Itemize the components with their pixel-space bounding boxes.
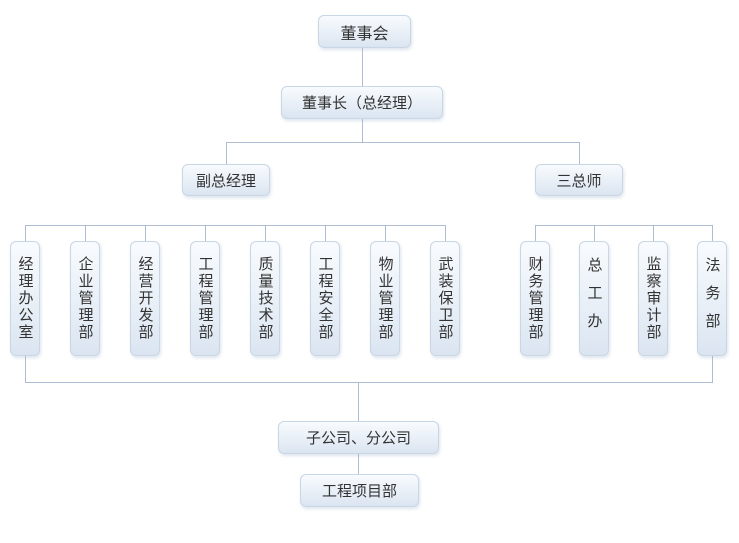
node-label: 经理办公室 (16, 256, 34, 341)
dept-node-left-7: 物业管理部 (370, 241, 400, 356)
node-label: 总工办 (585, 256, 603, 341)
connector-line (579, 142, 580, 164)
connector-line (362, 118, 363, 142)
node-label: 三总师 (556, 172, 602, 190)
connector-line (653, 225, 654, 241)
dept-node-left-6: 工程安全部 (310, 241, 340, 356)
connector-line (226, 142, 227, 164)
node-chairman: 董事长（总经理） (281, 86, 443, 119)
dept-node-left-1: 经理办公室 (10, 241, 40, 356)
node-label: 工程管理部 (196, 256, 214, 341)
connector-line (358, 453, 359, 474)
dept-node-right-2: 总工办 (579, 241, 609, 356)
connector-line (594, 225, 595, 241)
dept-node-right-4: 法务部 (697, 241, 727, 356)
connector-line (25, 225, 446, 226)
node-label: 董事长（总经理） (301, 95, 422, 112)
node-label: 副总经理 (195, 172, 256, 190)
node-label: 企业管理部 (76, 256, 94, 341)
dept-node-right-3: 监察审计部 (638, 241, 668, 356)
node-label: 财务管理部 (526, 256, 544, 341)
node-label: 工程安全部 (316, 256, 334, 341)
connector-line (25, 356, 26, 382)
node-deputy-gm: 副总经理 (182, 164, 270, 196)
connector-line (445, 225, 446, 241)
node-board: 董事会 (318, 15, 411, 48)
node-subsidiaries: 子公司、分公司 (278, 421, 439, 454)
node-label: 监察审计部 (644, 256, 662, 341)
connector-line (325, 225, 326, 241)
node-label: 工程项目部 (321, 483, 397, 500)
dept-node-right-1: 财务管理部 (520, 241, 550, 356)
node-label: 物业管理部 (376, 256, 394, 341)
connector-line (25, 382, 713, 383)
node-label: 质量技术部 (256, 256, 274, 341)
connector-line (85, 225, 86, 241)
connector-line (358, 382, 359, 421)
connector-line (712, 225, 713, 241)
connector-line (535, 225, 536, 241)
connector-line (362, 47, 363, 86)
node-project-dept: 工程项目部 (300, 474, 419, 507)
connector-line (226, 142, 580, 143)
connector-line (145, 225, 146, 241)
connector-line (385, 225, 386, 241)
node-label: 经营开发部 (136, 256, 154, 341)
connector-line (205, 225, 206, 241)
connector-line (535, 225, 713, 226)
connector-line (25, 225, 26, 241)
dept-node-left-8: 武装保卫部 (430, 241, 460, 356)
node-label: 董事会 (340, 25, 389, 43)
node-label: 法务部 (703, 256, 721, 341)
connector-line (265, 225, 266, 241)
dept-node-left-5: 质量技术部 (250, 241, 280, 356)
node-label: 武装保卫部 (436, 256, 454, 341)
dept-node-left-3: 经营开发部 (130, 241, 160, 356)
node-three-chiefs: 三总师 (535, 164, 623, 196)
connector-line (712, 356, 713, 382)
dept-node-left-2: 企业管理部 (70, 241, 100, 356)
dept-node-left-4: 工程管理部 (190, 241, 220, 356)
node-label: 子公司、分公司 (305, 430, 411, 447)
